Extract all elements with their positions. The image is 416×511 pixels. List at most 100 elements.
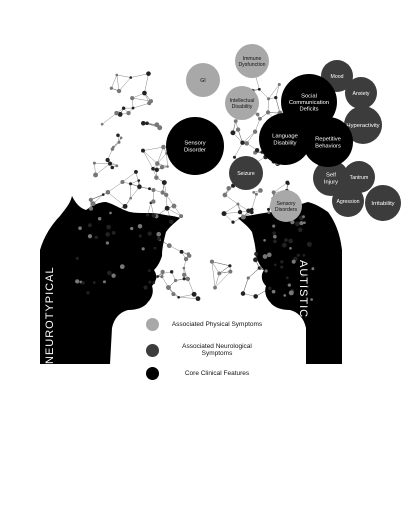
legend-swatch	[146, 367, 159, 380]
legend-label: Associated Neurological Symptoms	[182, 343, 252, 357]
network-node	[94, 235, 99, 240]
neurotypical-head-silhouette	[40, 196, 180, 364]
network-node	[258, 116, 262, 121]
network-node	[171, 292, 176, 297]
network-node	[236, 202, 240, 206]
network-node	[289, 246, 292, 250]
symptom-bubble: Hyperactivity	[344, 106, 382, 144]
network-node	[285, 276, 289, 280]
network-node	[179, 214, 184, 219]
network-node	[137, 179, 141, 182]
network-node	[262, 254, 268, 259]
network-edge	[275, 97, 281, 114]
network-edge	[259, 89, 269, 99]
network-node	[159, 165, 165, 170]
bubble-label: Irritability	[371, 201, 394, 207]
network-node	[130, 96, 135, 101]
network-node	[290, 220, 295, 225]
network-node	[138, 234, 142, 238]
network-node	[253, 257, 258, 263]
network-edge	[248, 267, 260, 279]
network-node	[78, 226, 82, 230]
network-node	[131, 106, 135, 110]
network-node	[186, 252, 191, 256]
network-node	[151, 213, 156, 218]
network-node	[117, 111, 123, 117]
network-node	[280, 265, 284, 269]
network-node	[296, 253, 301, 257]
autistic-label: AUTISTIC	[297, 260, 309, 318]
network-node	[272, 224, 276, 228]
network-node	[115, 164, 119, 168]
network-edge	[214, 271, 231, 288]
network-node	[105, 232, 111, 237]
network-node	[166, 243, 172, 249]
network-node	[286, 181, 290, 186]
network-node	[169, 219, 174, 224]
network-node	[283, 294, 287, 297]
network-node	[111, 273, 116, 278]
legend-label: Core Clinical Features	[184, 370, 250, 377]
network-node	[182, 266, 186, 270]
network-node	[255, 112, 260, 117]
network-node	[237, 210, 243, 215]
network-edge	[113, 137, 122, 148]
network-node	[141, 247, 145, 251]
network-node	[110, 147, 115, 151]
network-node	[267, 211, 271, 215]
network-node	[100, 122, 104, 126]
legend-swatch	[146, 343, 159, 357]
network-node	[129, 182, 133, 186]
network-node	[154, 175, 159, 180]
bubble-label: Anxiety	[352, 91, 369, 97]
network-node	[240, 140, 245, 145]
network-node	[129, 196, 132, 200]
bubble-circle	[259, 113, 311, 165]
network-node	[110, 165, 115, 170]
network-edge	[187, 278, 195, 295]
network-edge	[254, 118, 261, 132]
network-node	[230, 130, 236, 136]
network-node	[97, 216, 102, 221]
network-node	[306, 241, 312, 247]
network-edge	[132, 102, 150, 109]
network-node	[101, 193, 105, 196]
network-node	[87, 223, 92, 228]
network-node	[273, 263, 277, 267]
network-node	[303, 221, 306, 225]
network-node	[246, 276, 250, 280]
network-node	[299, 221, 304, 226]
network-edge	[275, 84, 280, 98]
network-edge	[111, 74, 118, 89]
network-edge	[246, 131, 256, 144]
network-node	[121, 106, 126, 110]
network-node	[147, 231, 152, 236]
network-node	[271, 190, 276, 195]
network-node	[295, 221, 300, 227]
network-node	[130, 226, 134, 231]
network-edge	[157, 153, 167, 164]
legend-item-physical: Associated Physical Symptoms	[146, 318, 267, 331]
network-node	[81, 281, 85, 285]
network-edge	[144, 73, 149, 94]
network-node	[161, 144, 166, 150]
network-node	[105, 190, 111, 195]
network-node	[273, 234, 277, 239]
network-node	[106, 224, 111, 230]
network-node	[153, 246, 157, 250]
network-node	[277, 82, 281, 87]
network-edge	[211, 261, 216, 288]
network-node	[254, 148, 260, 153]
network-node	[166, 165, 169, 168]
network-node	[120, 180, 125, 185]
symptom-bubble: GI	[186, 63, 220, 97]
network-node	[183, 256, 189, 262]
network-node	[161, 180, 167, 186]
network-node	[250, 207, 254, 212]
symptom-bubble: Anxiety	[345, 77, 377, 109]
bubble-circle	[186, 63, 220, 97]
